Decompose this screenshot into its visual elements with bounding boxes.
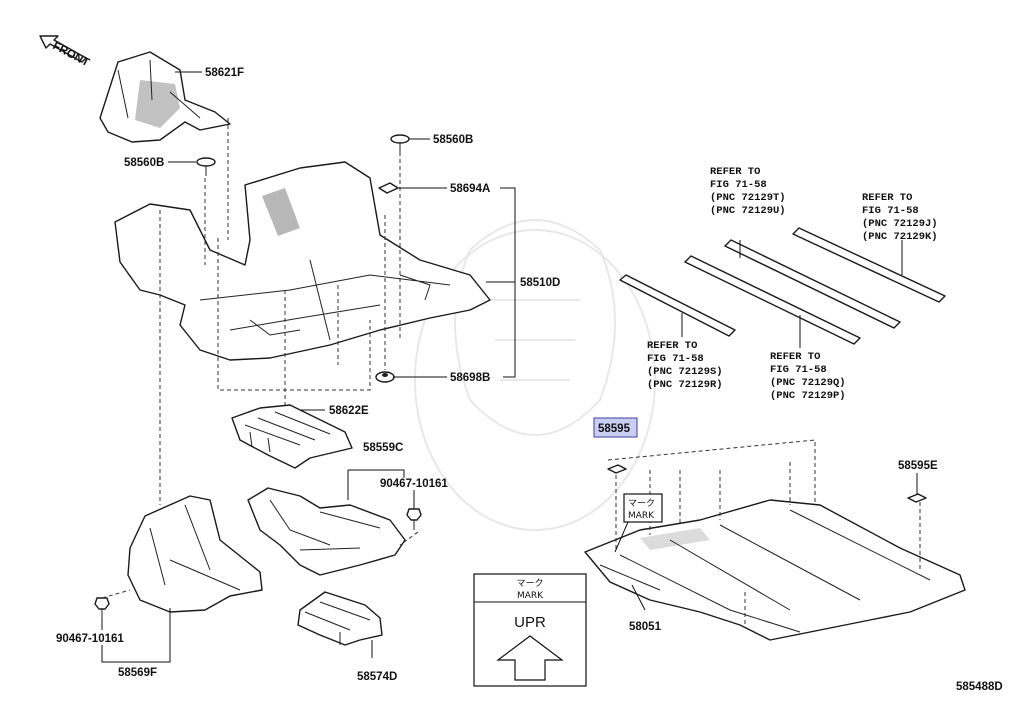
highlight-58595 — [593, 417, 638, 438]
front-arrow-icon — [39, 35, 87, 63]
part-58510D-shape — [114, 161, 491, 361]
label-58698B: 58698B — [450, 372, 490, 384]
diagram-id: 585488D — [956, 681, 1003, 693]
label-58569F: 58569F — [118, 667, 157, 679]
legend-jp: マーク — [516, 578, 543, 589]
part-58569F-shape — [127, 495, 263, 613]
ref1-line4: (PNC 72129U) — [710, 205, 786, 217]
watermark — [414, 219, 656, 531]
trim-strips — [619, 227, 946, 345]
ref1-line3: (PNC 72129T) — [710, 192, 786, 204]
mark-callout-en: MARK — [628, 511, 655, 521]
ref3-line2: FIG 71-58 — [647, 353, 704, 365]
label-58559C: 58559C — [363, 442, 403, 454]
part-58051-shape — [584, 499, 966, 641]
label-58621F: 58621F — [205, 67, 244, 79]
legend-en: MARK — [517, 591, 544, 601]
label-58694A: 58694A — [450, 183, 490, 195]
ref2-line4: (PNC 72129K) — [862, 231, 938, 243]
part-58621F-shape — [99, 51, 231, 143]
part-58559C-shape — [247, 487, 406, 576]
ref-block-4: REFER TO FIG 71-58 (PNC 72129Q) (PNC 721… — [770, 351, 846, 402]
front-label: FRONT — [51, 40, 92, 69]
ref1-line2: FIG 71-58 — [710, 179, 767, 191]
label-90467-left: 90467-10161 — [56, 633, 124, 645]
clip-58560B-left — [196, 157, 216, 176]
ref4-line2: FIG 71-58 — [770, 364, 827, 376]
up-arrow-icon — [496, 635, 564, 681]
label-58595: 58595 — [598, 423, 631, 435]
label-58595E: 58595E — [898, 460, 938, 472]
ref-block-1: REFER TO FIG 71-58 (PNC 72129T) (PNC 721… — [710, 166, 786, 217]
ref4-line1: REFER TO — [770, 351, 820, 363]
ref-block-3: REFER TO FIG 71-58 (PNC 72129S) (PNC 721… — [647, 340, 723, 391]
label-90467-right: 90467-10161 — [380, 478, 448, 490]
label-58560B-left: 58560B — [124, 157, 164, 169]
mark-callout: マーク MARK — [623, 493, 663, 523]
ref3-line4: (PNC 72129R) — [647, 379, 723, 391]
pad-58595 — [607, 464, 627, 474]
ref4-line4: (PNC 72129P) — [770, 390, 846, 402]
label-58574D: 58574D — [357, 671, 397, 683]
pad-58595E — [907, 493, 927, 503]
label-58051: 58051 — [629, 621, 662, 633]
ref2-line3: (PNC 72129J) — [862, 218, 938, 230]
legend-upr: UPR — [514, 614, 546, 631]
part-58622E-shape — [231, 404, 353, 469]
ref1-line1: REFER TO — [710, 166, 760, 178]
ref4-line3: (PNC 72129Q) — [770, 377, 846, 389]
ref3-line1: REFER TO — [647, 340, 697, 352]
ref-block-2: REFER TO FIG 71-58 (PNC 72129J) (PNC 721… — [862, 192, 938, 243]
clip-58694A — [378, 182, 399, 194]
leader-lines — [101, 71, 918, 663]
clip-90467-right — [406, 508, 422, 530]
grommet-58698B — [375, 371, 395, 383]
label-58510D: 58510D — [520, 277, 560, 289]
label-58560B-right: 58560B — [433, 134, 473, 146]
mark-legend-box: マーク MARK UPR — [473, 573, 587, 687]
mark-callout-jp: マーク — [628, 498, 655, 509]
part-58574D-shape — [297, 591, 383, 646]
clip-90467-left — [94, 597, 110, 618]
ref2-line2: FIG 71-58 — [862, 205, 919, 217]
label-58622E: 58622E — [329, 405, 369, 417]
ref2-line1: REFER TO — [862, 192, 912, 204]
dashed-guides — [101, 118, 921, 625]
ref3-line3: (PNC 72129S) — [647, 366, 723, 378]
clip-58560B-right — [390, 134, 410, 152]
